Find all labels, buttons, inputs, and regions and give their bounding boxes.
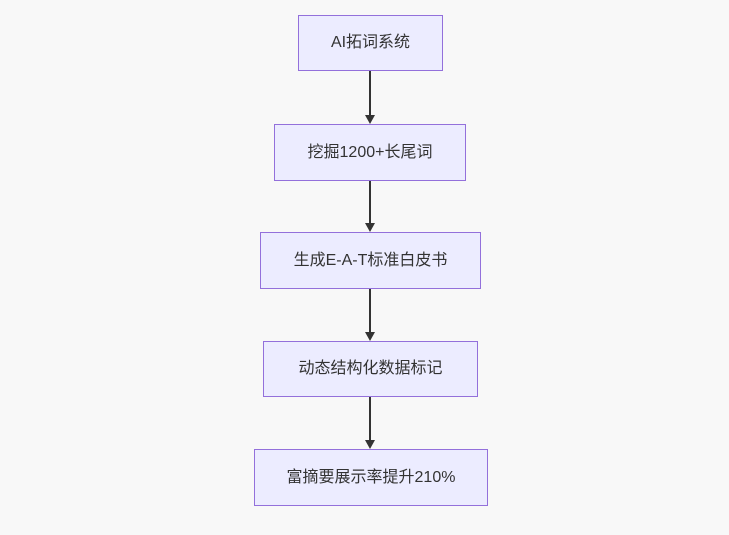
flow-node-rich-snippet-result: 富摘要展示率提升210% — [254, 449, 488, 506]
arrow-shaft — [369, 397, 371, 442]
flow-node-label: 生成E-A-T标准白皮书 — [293, 251, 448, 269]
flow-node-label: 挖掘1200+长尾词 — [307, 143, 433, 161]
arrow-shaft — [369, 289, 371, 334]
flow-node-ai-keyword-system: AI拓词系统 — [298, 15, 443, 71]
arrow-shaft — [369, 71, 371, 117]
arrow-head-down-icon — [365, 223, 375, 232]
flow-arrow-1-2 — [364, 71, 376, 124]
flow-arrow-4-5 — [364, 397, 376, 449]
flow-arrow-3-4 — [364, 289, 376, 341]
flow-node-structured-data: 动态结构化数据标记 — [263, 341, 478, 397]
arrow-shaft — [369, 181, 371, 225]
flow-node-label: 富摘要展示率提升210% — [286, 468, 456, 486]
flow-arrow-2-3 — [364, 181, 376, 232]
flow-node-label: AI拓词系统 — [330, 34, 411, 52]
flow-node-eat-whitepaper: 生成E-A-T标准白皮书 — [260, 232, 481, 289]
arrow-head-down-icon — [365, 440, 375, 449]
flow-node-longtail-mining: 挖掘1200+长尾词 — [274, 124, 466, 181]
arrow-head-down-icon — [365, 332, 375, 341]
arrow-head-down-icon — [365, 115, 375, 124]
flow-node-label: 动态结构化数据标记 — [298, 360, 443, 378]
